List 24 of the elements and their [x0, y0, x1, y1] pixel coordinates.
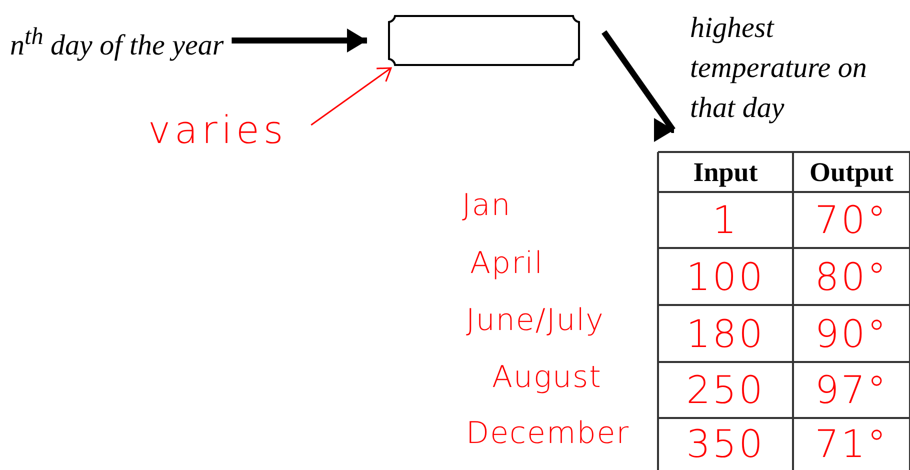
- arrow: [310, 67, 392, 126]
- input-value: 1: [712, 198, 739, 242]
- input-value: 180: [686, 312, 765, 356]
- handwritten-month: Jan: [462, 188, 512, 222]
- function-box: [388, 15, 580, 66]
- handwritten-month: December: [466, 416, 630, 450]
- handwritten-month: August: [492, 360, 602, 394]
- arrow: [602, 30, 676, 142]
- output-value: 97°: [814, 368, 888, 412]
- output-value: 70°: [814, 198, 888, 242]
- input-value: 350: [686, 422, 765, 466]
- column-header: Output: [809, 156, 894, 188]
- output-value: 80°: [814, 254, 888, 298]
- input-value: 100: [686, 254, 765, 298]
- handwritten-month: April: [470, 246, 544, 280]
- input-value: 250: [686, 368, 765, 412]
- handwritten-month: June/July: [466, 302, 604, 338]
- arrow: [232, 28, 369, 52]
- handwritten-note: varies: [148, 108, 288, 152]
- output-text: highest temperature on that day: [690, 8, 902, 128]
- output-value: 90°: [814, 312, 888, 356]
- input-text: n$^{th}$ day of the year: [10, 17, 224, 66]
- output-value: 71°: [814, 422, 888, 466]
- column-header: Input: [693, 156, 758, 188]
